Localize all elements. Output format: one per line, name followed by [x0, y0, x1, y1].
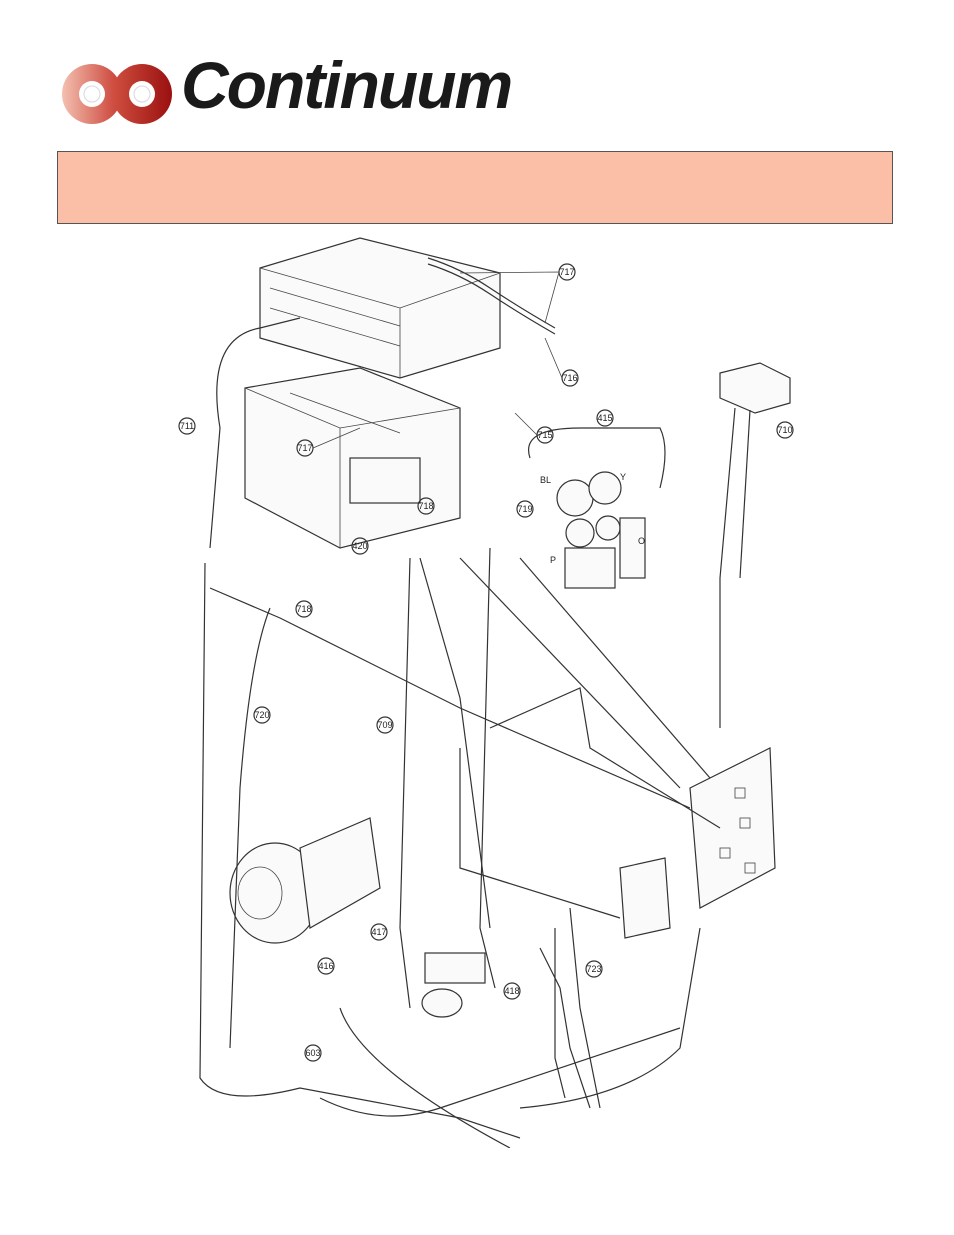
callout-711: 711	[178, 417, 196, 435]
callout-label: 711	[180, 421, 194, 431]
wire-mark-p: P	[550, 555, 556, 565]
callout-label: 710	[777, 425, 792, 435]
callout-label: 415	[597, 413, 612, 423]
heat-exchanger	[259, 237, 501, 379]
callout-719: 719	[516, 500, 534, 518]
callout-label: 417	[371, 927, 386, 937]
callout-label: 418	[504, 986, 519, 996]
callout-label: 718	[296, 604, 311, 614]
callout-415: 415	[596, 409, 614, 427]
remote-connector	[719, 362, 791, 728]
callout-603: 603	[304, 1044, 322, 1062]
callout-label: 715	[537, 430, 552, 440]
bottom-gas-valve	[421, 952, 486, 1018]
callout-718a: 718	[417, 497, 435, 515]
wire-mark-bl: BL	[540, 475, 551, 485]
callout-715: 715	[514, 412, 554, 444]
callout-label: 420	[352, 541, 367, 551]
callout-label: 416	[318, 961, 333, 971]
callout-723: 723	[585, 960, 603, 978]
wire-harness	[199, 317, 721, 1148]
callout-717a: 717	[459, 263, 576, 324]
callout-710: 710	[776, 421, 794, 439]
wire-mark-o: O	[638, 536, 645, 546]
callout-label: 716	[562, 373, 577, 383]
callout-418: 418	[503, 982, 521, 1000]
callout-label: 719	[517, 504, 532, 514]
callout-label: 603	[305, 1048, 320, 1058]
igniter-rod	[427, 257, 556, 335]
callout-717b: 717	[296, 427, 361, 457]
callout-716: 716	[544, 337, 579, 387]
callout-label: 720	[254, 710, 269, 720]
callout-label: 709	[377, 720, 392, 730]
wiring-diagram: 717 716 715 415 710 711 717	[178, 237, 794, 1148]
burner-assembly	[244, 367, 461, 549]
control-board	[689, 747, 776, 909]
callout-709: 709	[376, 716, 394, 734]
fan-motor	[229, 817, 381, 944]
callout-label: 717	[559, 267, 574, 277]
title-banner	[57, 151, 893, 224]
transformer	[619, 857, 671, 939]
brand-name: Continuum	[181, 48, 513, 122]
callout-720: 720	[253, 706, 271, 724]
wire-mark-y: Y	[620, 472, 626, 482]
callout-label: 718	[418, 501, 433, 511]
callout-718b: 718	[295, 600, 313, 618]
callout-label: 717	[297, 443, 312, 453]
callout-417: 417	[370, 923, 388, 941]
wire-color-marks: BL Y P O	[540, 472, 645, 565]
callout-label: 723	[586, 964, 601, 974]
callout-416: 416	[317, 957, 335, 975]
double-ring-logo-icon	[62, 64, 172, 124]
gas-valve-cluster	[528, 427, 666, 589]
callouts: 717 716 715 415 710 711 717	[178, 263, 794, 1062]
brand-logo: Continuum	[58, 52, 513, 130]
callout-420: 420	[351, 537, 369, 555]
